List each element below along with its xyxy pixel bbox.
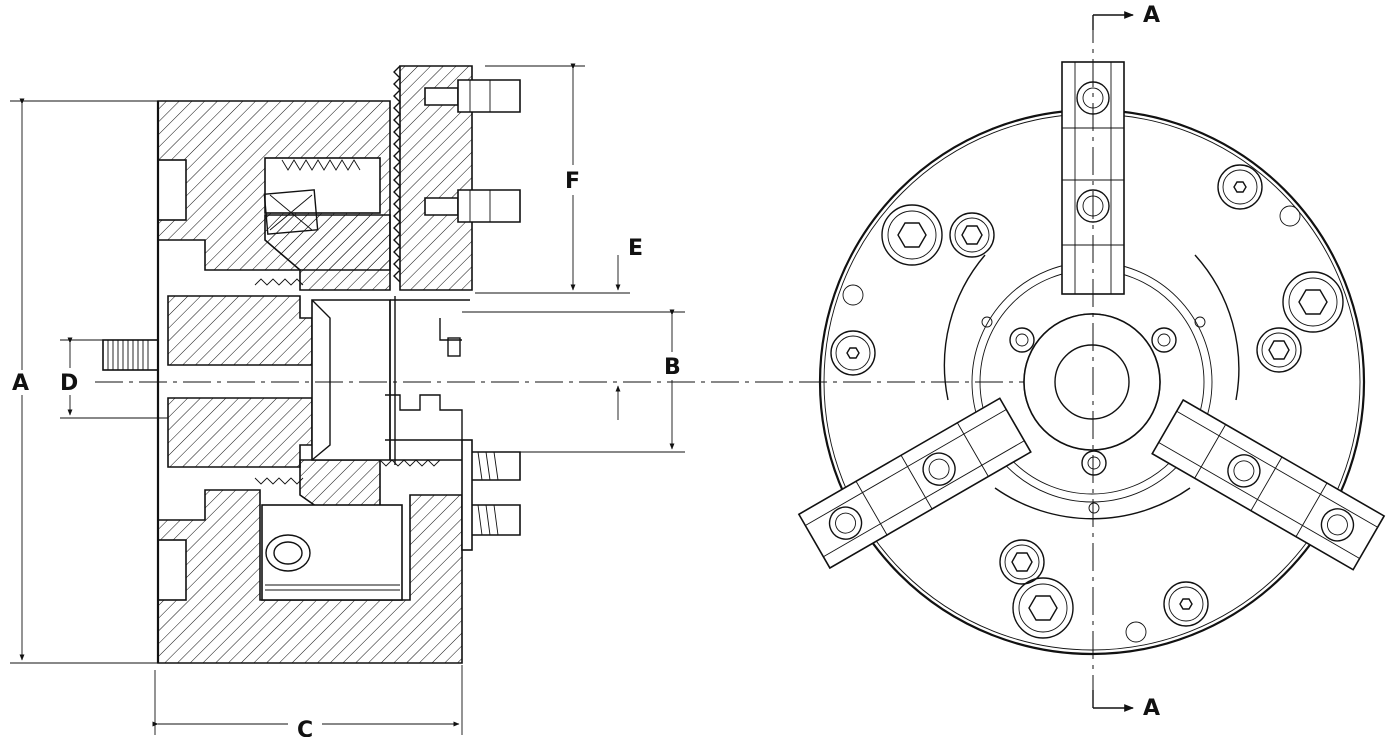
dimension-a: A — [10, 98, 158, 664]
dimension-c: C — [152, 665, 463, 737]
section-view — [102, 65, 521, 664]
hex-bolt-2 — [1256, 271, 1344, 373]
nut-1 — [830, 330, 876, 376]
nut-3 — [1163, 581, 1209, 627]
section-mark-bottom: A — [1092, 690, 1160, 721]
front-view — [797, 15, 1386, 700]
jaw-right — [1151, 398, 1386, 571]
dim-label-b: B — [664, 355, 681, 380]
section-mark-top: A — [1092, 3, 1160, 30]
dim-label-a: A — [12, 371, 29, 396]
hex-bolt-1 — [881, 204, 995, 266]
section-label-bottom: A — [1143, 696, 1160, 721]
dim-label-f: F — [565, 169, 580, 194]
dim-label-d: D — [60, 371, 78, 396]
dim-label-c: C — [297, 718, 313, 737]
jaw-left — [797, 397, 1032, 570]
dimension-d: D — [60, 337, 168, 419]
dimension-b: B — [462, 309, 685, 453]
dim-label-e: E — [628, 236, 643, 261]
section-label-top: A — [1143, 3, 1160, 28]
dimension-f: F — [475, 63, 630, 294]
dimension-e: E — [615, 236, 643, 420]
nut-2 — [1217, 164, 1263, 210]
hex-bolt-3 — [999, 539, 1074, 639]
